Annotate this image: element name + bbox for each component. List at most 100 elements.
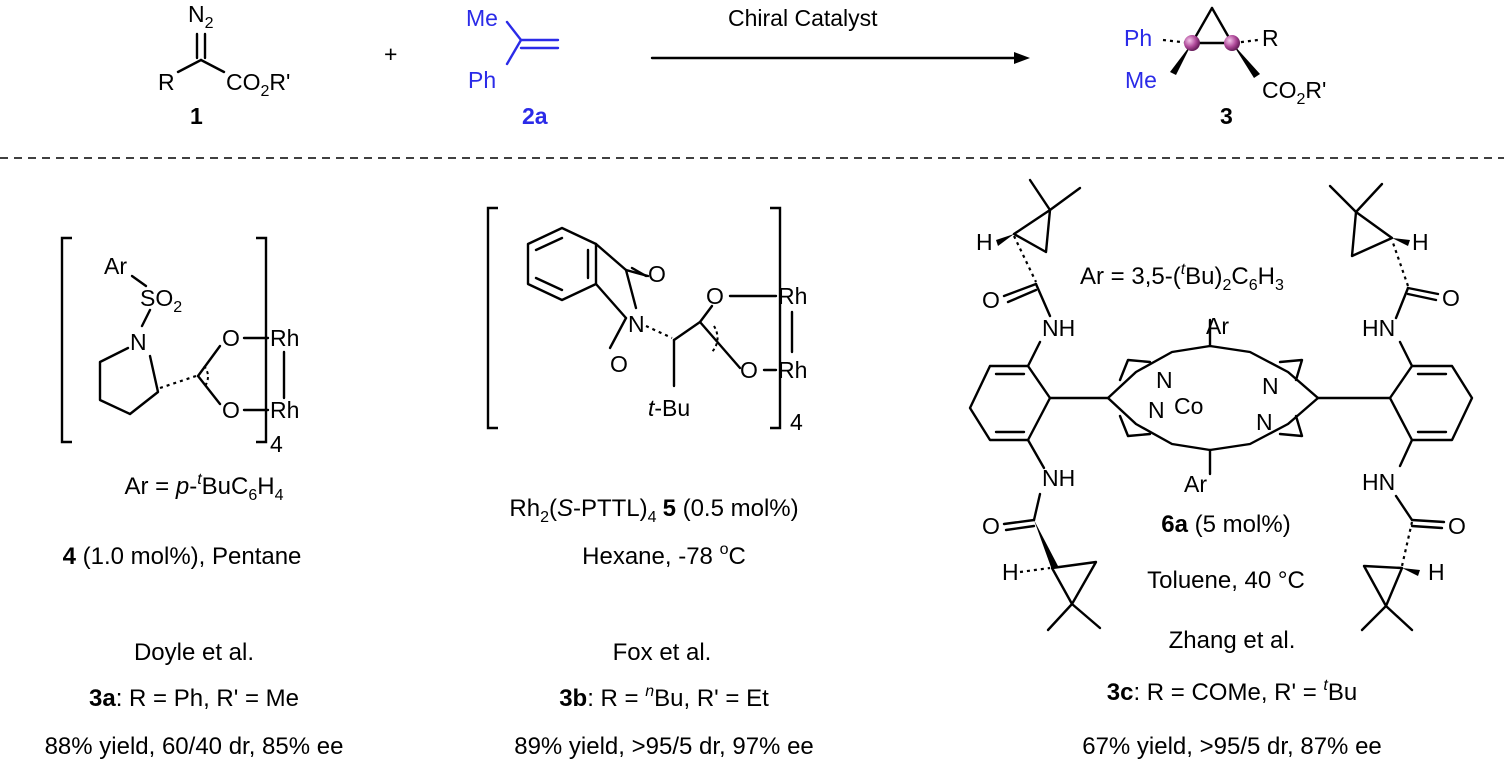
- nitrogen-label: N: [1148, 397, 1165, 423]
- hashed-bond: [1390, 239, 1410, 287]
- reaction-arrow: Chiral Catalyst: [650, 5, 1030, 64]
- yield-line: 89% yield, >95/5 dr, 97% ee: [514, 733, 814, 760]
- bracket-right: [770, 206, 782, 430]
- wedge-bond: [1170, 43, 1192, 75]
- bond: [1406, 286, 1440, 296]
- author-credit: Zhang et al.: [1169, 627, 1296, 654]
- bond: [698, 304, 714, 324]
- author-credit: Doyle et al.: [134, 639, 254, 666]
- hashed-bond: [1400, 521, 1414, 567]
- bond: [1004, 524, 1036, 532]
- cobalt-label: Co: [1174, 393, 1203, 419]
- nitrogen-label: N: [1262, 373, 1279, 399]
- nh-label: NH: [1042, 465, 1075, 491]
- bond: [1048, 186, 1082, 212]
- condition-line: 4 (1.0 mol%), Pentane: [63, 543, 302, 570]
- alkene-2a: Me Ph 2a: [466, 5, 560, 129]
- sulfonyl-label: SO2: [140, 285, 182, 316]
- catalyst-4-structure: 4 Ar SO2 N O O Rh Rh: [60, 236, 299, 457]
- ester-label: CO2R': [226, 69, 290, 100]
- phenyl-label: Ph: [468, 67, 496, 93]
- stereocenter-marker: [1224, 35, 1240, 51]
- nitrogen-label: N: [1256, 409, 1273, 435]
- condition-line: Toluene, 40 °C: [1147, 567, 1305, 594]
- bond: [1360, 604, 1388, 632]
- hn-label: HN: [1362, 315, 1395, 341]
- bond: [176, 58, 203, 74]
- hydrogen-label: H: [1002, 559, 1019, 585]
- bond: [199, 58, 226, 74]
- stereocenter-marker: [1184, 35, 1200, 51]
- bond: [594, 282, 628, 320]
- catalyst-6a-structure: H O NH NH O H Ar Ar N N N N: [968, 178, 1474, 632]
- yield-line: 88% yield, 60/40 dr, 85% ee: [45, 733, 344, 760]
- bond: [140, 308, 152, 328]
- bond: [130, 274, 148, 288]
- bond: [1398, 340, 1414, 368]
- bracket-right: [256, 236, 268, 444]
- plus-sign: +: [384, 41, 397, 67]
- catalyst-6a-captions: Ar = 3,5-(tBu)2C6H3 6a (5 mol%) Toluene,…: [1080, 261, 1382, 760]
- wedge-bond: [1392, 238, 1410, 246]
- nh-label: NH: [1042, 315, 1075, 341]
- aryl-ring: [1388, 364, 1474, 442]
- result-line: 3c: R = COMe, R' = tBu: [1107, 677, 1357, 706]
- bond: [1070, 602, 1102, 630]
- bond: [505, 38, 523, 66]
- bond: [1032, 492, 1042, 522]
- subscript-4: 4: [790, 409, 803, 435]
- result-line: 3b: R = nBu, R' = Et: [559, 683, 769, 712]
- ar-label: Ar: [104, 253, 127, 279]
- wedge-bond: [996, 234, 1014, 246]
- author-credit: Fox et al.: [613, 639, 712, 666]
- nitrogen-label: N: [130, 329, 147, 355]
- oxygen-label: O: [222, 397, 240, 423]
- oxygen-label: O: [222, 325, 240, 351]
- ar-label: Ar: [1184, 471, 1207, 497]
- bond: [1026, 438, 1046, 470]
- bond: [608, 316, 628, 350]
- compound-3-label: 3: [1220, 103, 1233, 129]
- oxygen-label: O: [982, 287, 1000, 313]
- r-label: R: [1262, 25, 1279, 51]
- cyclopropane-ring: [1012, 208, 1052, 254]
- hashed-bond: [159, 374, 197, 390]
- bond: [1406, 292, 1438, 302]
- hydrogen-label: H: [976, 229, 993, 255]
- hn-label: HN: [1362, 469, 1395, 495]
- aryl-ring: [968, 364, 1052, 442]
- hashed-bond: [645, 325, 673, 339]
- oxygen-label: O: [1442, 285, 1460, 311]
- wedge-bond: [1402, 568, 1420, 576]
- hashed-bond: [1019, 566, 1051, 574]
- nitrogen-label: N: [1156, 367, 1173, 393]
- hydrogen-label: H: [1428, 559, 1445, 585]
- wedge-bond: [1034, 520, 1058, 570]
- methyl-label: Me: [1125, 67, 1157, 93]
- n2-label: N2: [188, 1, 214, 32]
- rhodium-label: Rh: [270, 397, 299, 423]
- oxygen-label: O: [706, 283, 724, 309]
- bracket-left: [486, 206, 498, 430]
- condition-line: Hexane, -78 oC: [582, 541, 746, 570]
- arrow-head: [1014, 52, 1030, 64]
- cyclopropane-ring: [1350, 210, 1394, 258]
- bond: [1394, 494, 1414, 522]
- carboxylate-resonance: [203, 365, 209, 389]
- oxygen-label: O: [740, 357, 758, 383]
- bond: [1028, 178, 1052, 212]
- catalyst-5-structure: 4 O O N t-Bu O O Rh Rh: [486, 206, 807, 435]
- bond: [1328, 184, 1358, 214]
- ester-label: CO2R': [1262, 77, 1326, 108]
- bond: [1394, 286, 1410, 320]
- methyl-label: Me: [466, 5, 498, 31]
- oxygen-label: O: [648, 261, 666, 287]
- bond: [534, 236, 564, 252]
- bond: [505, 20, 523, 42]
- bond: [630, 266, 648, 278]
- bond: [624, 268, 638, 310]
- bond: [1006, 288, 1038, 304]
- bond: [1410, 518, 1446, 524]
